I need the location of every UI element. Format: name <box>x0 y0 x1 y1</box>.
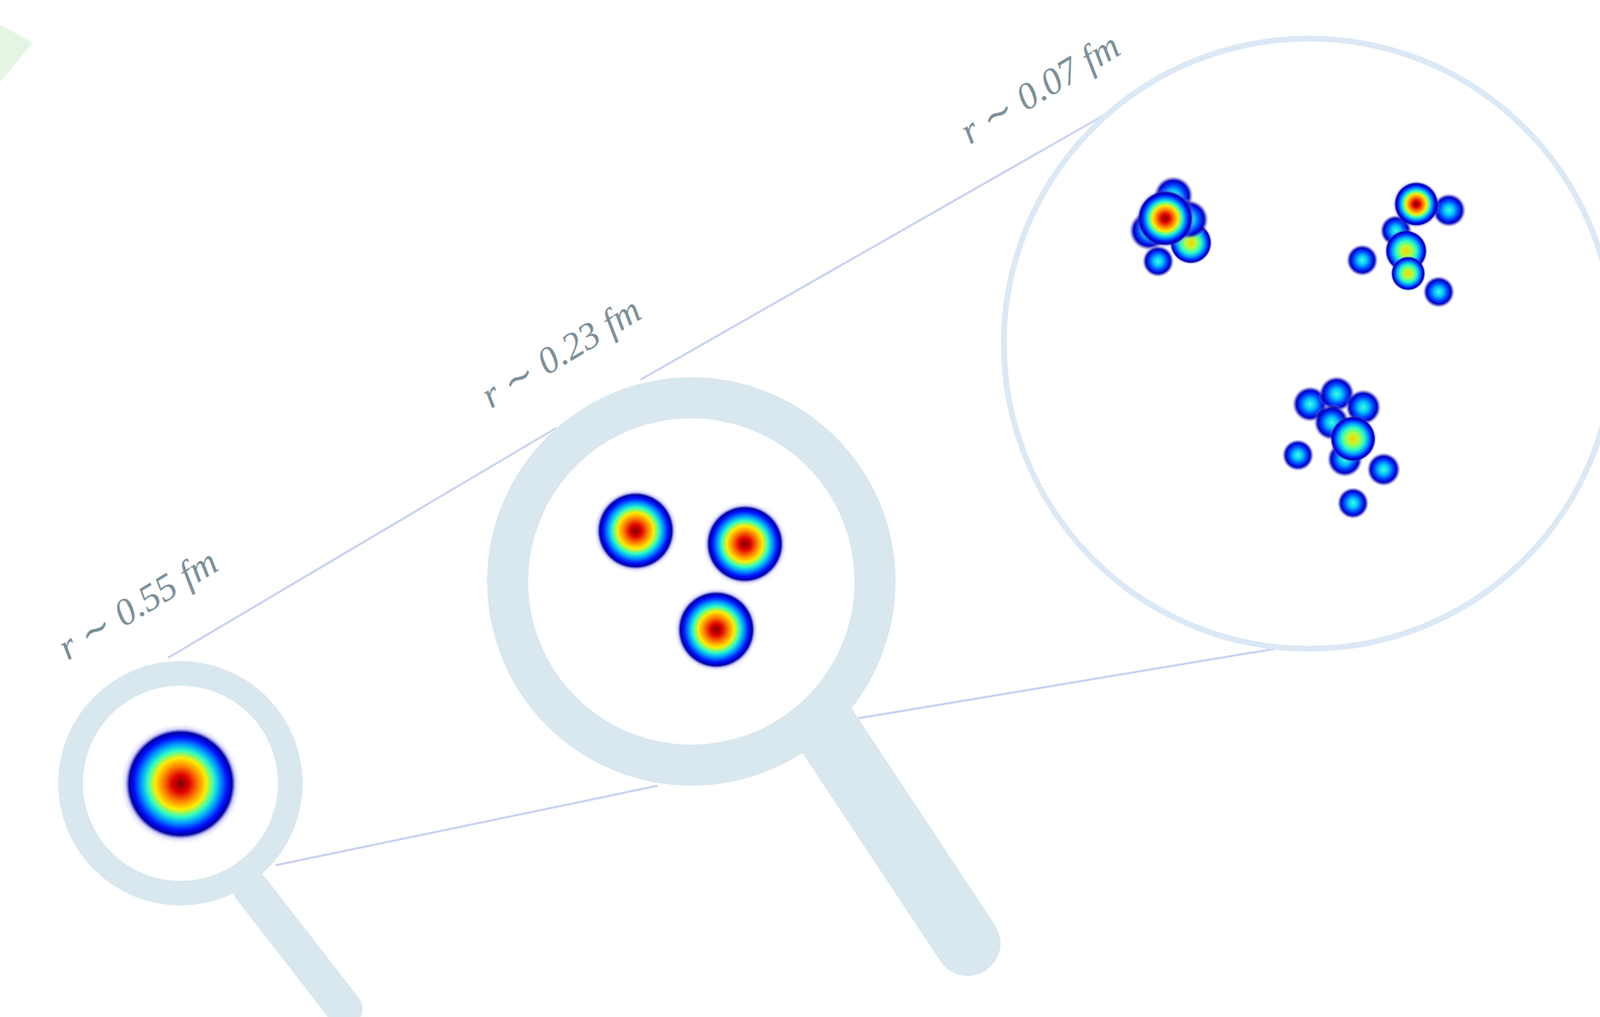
scale-label: r ∼ 0.55 fm <box>51 542 224 666</box>
magnifier-ring <box>70 673 291 894</box>
magnifier-ring <box>507 397 876 766</box>
magnifier-small <box>70 673 345 1009</box>
zoom-line <box>847 648 1276 721</box>
density-blob <box>1141 245 1175 279</box>
density-blob <box>1336 487 1370 520</box>
density-blob <box>1345 243 1379 277</box>
density-blob <box>1391 179 1441 229</box>
magnifier-lens <box>1003 38 1600 649</box>
density-blob <box>1422 275 1455 309</box>
corner-shape <box>0 24 33 83</box>
zoom-line <box>275 785 658 866</box>
density-blob <box>673 586 760 673</box>
density-blob <box>701 501 789 588</box>
density-blob <box>119 722 242 845</box>
magnifier-medium <box>507 397 968 944</box>
density-blob <box>1328 414 1378 464</box>
magnifier-handle <box>250 887 345 1009</box>
density-blob <box>1135 187 1197 250</box>
density-blob <box>592 487 680 575</box>
density-blob <box>1390 255 1427 292</box>
magnifier-handle <box>820 720 968 944</box>
density-blob <box>1366 451 1401 487</box>
density-blobs <box>119 175 1467 845</box>
density-blob <box>1281 438 1315 472</box>
